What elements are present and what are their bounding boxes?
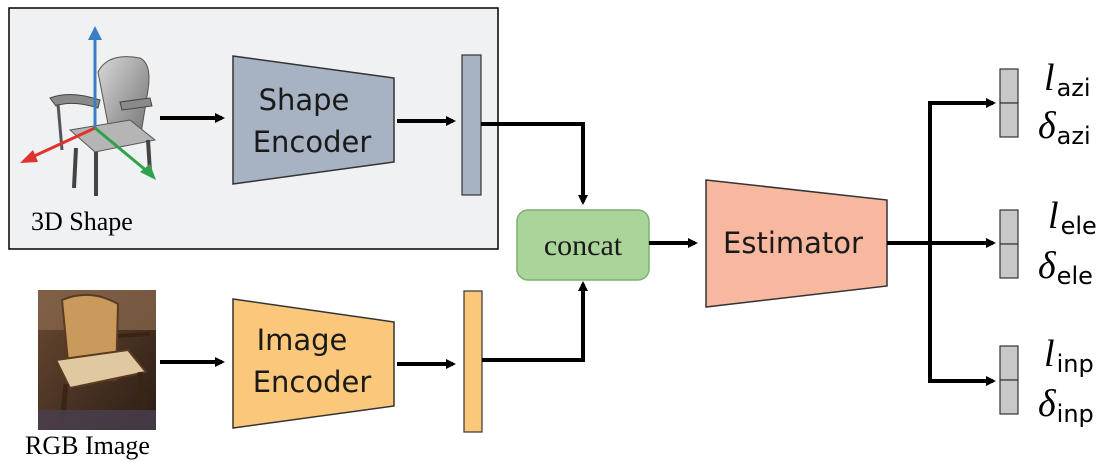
rgb-caption: RGB Image: [25, 431, 150, 460]
estimator-label: Estimator: [723, 226, 863, 260]
delta-azi-sub: azi: [1057, 122, 1091, 150]
output-ele-vector: [999, 209, 1019, 279]
l-inp-symbol: l: [1044, 333, 1055, 375]
image-feature-vector: [463, 290, 483, 433]
shape-encoder-label-line2: Encoder: [253, 125, 372, 159]
svg-text:δazi: δazi: [1038, 105, 1091, 150]
arrow-image-feature-to-concat: [482, 281, 588, 362]
delta-inp-symbol: δ: [1038, 383, 1057, 425]
svg-text:lazi: lazi: [1044, 57, 1091, 102]
l-ele-symbol: l: [1048, 195, 1059, 237]
delta-ele-symbol: δ: [1038, 245, 1057, 287]
output-inp-labels: linp δinp: [1038, 333, 1094, 428]
l-azi-symbol: l: [1044, 57, 1055, 99]
output-inp-vector: [999, 345, 1019, 415]
estimator-block: [705, 179, 888, 308]
image-encoder-label-line1: Image: [257, 323, 348, 357]
rgb-image-photo: [38, 290, 156, 430]
svg-text:δele: δele: [1038, 245, 1093, 290]
l-azi-sub: azi: [1057, 74, 1091, 102]
l-inp-sub: inp: [1057, 350, 1094, 378]
arrow-shape-feature-to-concat: [481, 122, 588, 205]
svg-text:lele: lele: [1048, 195, 1097, 240]
shape-feature-vector: [461, 54, 482, 196]
delta-azi-symbol: δ: [1038, 105, 1057, 147]
output-ele-labels: lele δele: [1038, 195, 1097, 290]
output-azi-vector: [999, 68, 1019, 138]
l-ele-sub: ele: [1061, 212, 1097, 240]
concat-label: concat: [544, 229, 623, 262]
xyz-axes-icon: [20, 26, 156, 180]
shape-caption: 3D Shape: [31, 207, 133, 236]
delta-ele-sub: ele: [1057, 262, 1093, 290]
shape-encoder-label-line1: Shape: [259, 83, 350, 117]
image-encoder-label-line2: Encoder: [253, 365, 372, 399]
delta-inp-sub: inp: [1057, 400, 1094, 428]
image-encoder-block: [232, 298, 395, 429]
output-azi-labels: lazi δazi: [1038, 57, 1091, 150]
shape-encoder-block: [232, 55, 395, 185]
svg-text:δinp: δinp: [1038, 383, 1094, 428]
svg-text:linp: linp: [1044, 333, 1094, 378]
